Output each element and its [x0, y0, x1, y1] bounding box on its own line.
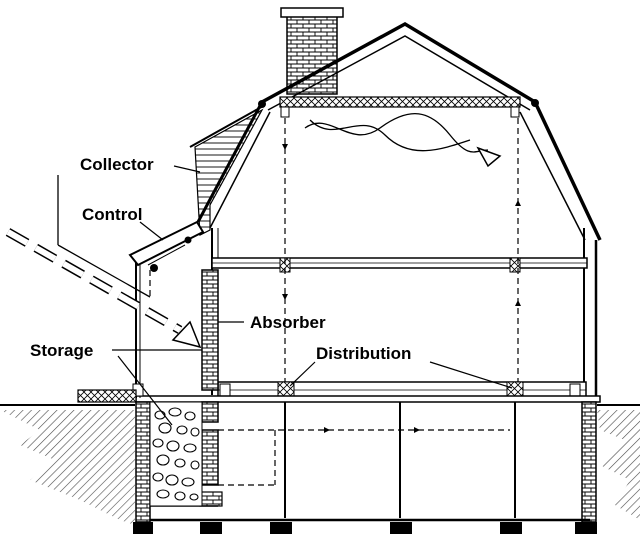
- foundation: [133, 401, 597, 534]
- attic-air-flow-arrow: [304, 113, 502, 168]
- label-control: Control: [82, 205, 142, 224]
- attic-truss: [279, 96, 521, 118]
- rock-storage: [149, 401, 203, 507]
- air-flow-paths: [218, 118, 521, 486]
- label-storage: Storage: [30, 341, 93, 360]
- basement-posts: [284, 402, 516, 518]
- ground: [0, 404, 640, 525]
- label-collector: Collector: [80, 155, 154, 174]
- second-floor: [211, 257, 588, 273]
- main-floor: [135, 381, 601, 403]
- chimney: [280, 7, 344, 95]
- absorber-wall: [201, 269, 219, 391]
- label-distribution: Distribution: [316, 344, 411, 363]
- sun-ray: [5, 175, 202, 349]
- patio: [77, 389, 137, 403]
- sunspace: [128, 220, 205, 398]
- label-absorber: Absorber: [250, 313, 326, 332]
- gambrel-roof: [196, 21, 602, 241]
- leader-lines: [112, 165, 513, 426]
